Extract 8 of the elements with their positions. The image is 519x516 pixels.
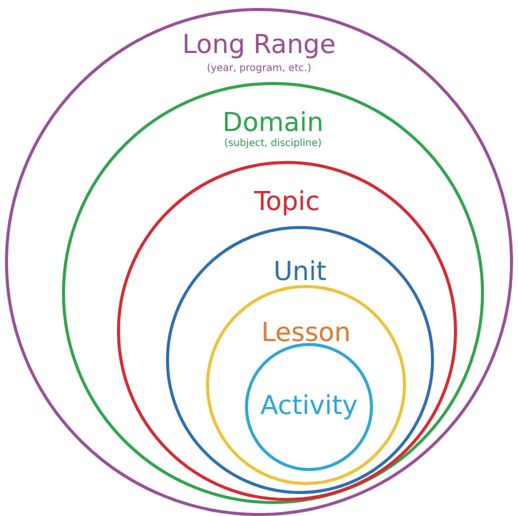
level-title: Long Range xyxy=(182,32,336,58)
level-title: Unit xyxy=(274,259,326,285)
level-title: Activity xyxy=(260,393,358,419)
level-subtitle: (year, program, etc.) xyxy=(206,64,312,74)
level-title: Lesson xyxy=(261,320,351,346)
level-title: Topic xyxy=(254,189,320,215)
level-title: Domain xyxy=(222,110,324,136)
level-subtitle: (subject, discipline) xyxy=(224,139,322,149)
